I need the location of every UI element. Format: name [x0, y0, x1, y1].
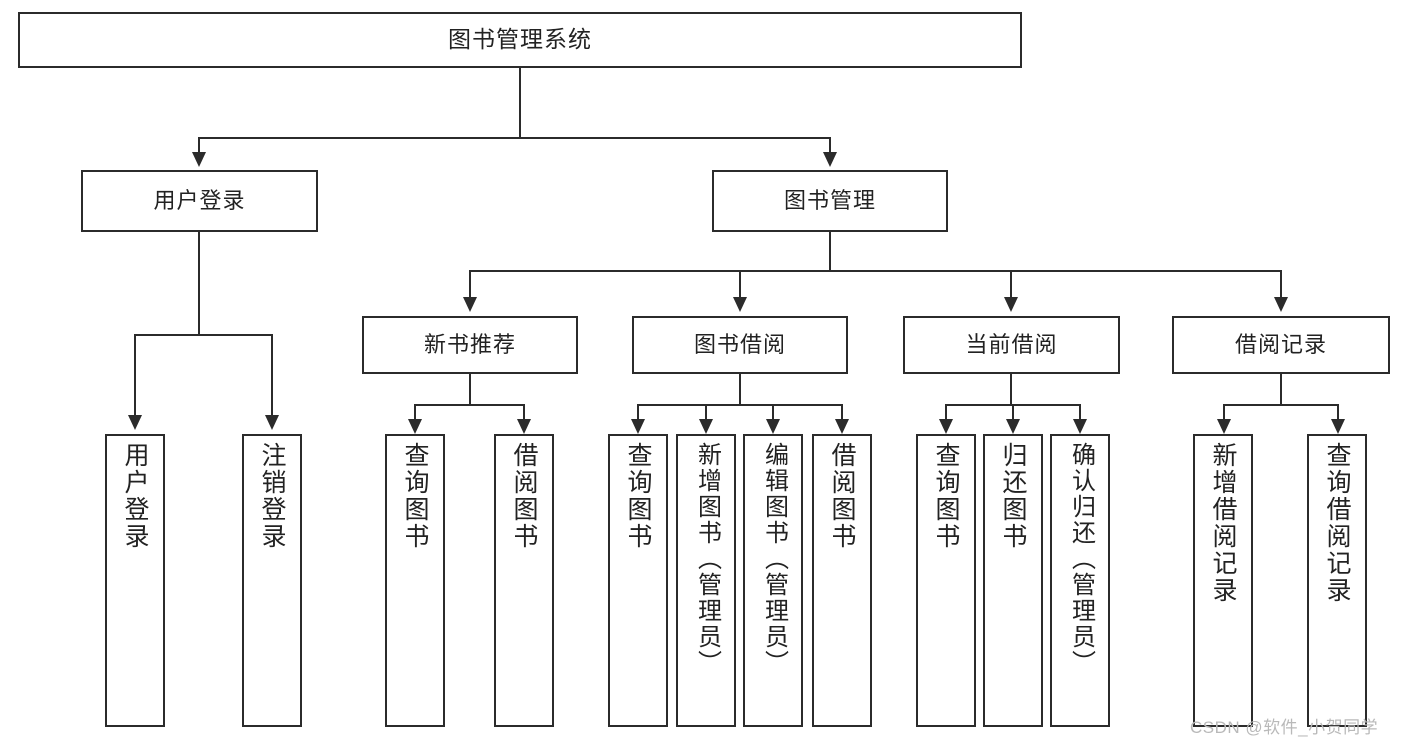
edge-bm-to-level3-1	[739, 270, 741, 298]
leaf-current-borrow-0[interactable]: 查询图书	[916, 434, 976, 727]
leaf-new-book-recommend-0[interactable]: 查询图书	[385, 434, 445, 727]
node-label: 查询借阅记录	[1323, 442, 1351, 604]
edge-book-borrow-trunk	[739, 374, 741, 405]
edge-br-to-leaf-0	[1223, 404, 1225, 420]
leaf-borrow-record-1[interactable]: 查询借阅记录	[1307, 434, 1367, 727]
leaf-user-login-0[interactable]: 用户登录	[105, 434, 165, 727]
leaf-current-borrow-2[interactable]: 确认归还（管理员）	[1050, 434, 1110, 727]
leaf-book-borrow-0[interactable]: 查询图书	[608, 434, 668, 727]
node-label: 新增图书（管理员）	[693, 442, 721, 676]
leaf-book-borrow-1[interactable]: 新增图书（管理员）	[676, 434, 736, 727]
node-label: 编辑图书（管理员）	[760, 442, 788, 676]
arrowhead-bm-level3-0	[463, 297, 477, 312]
node-label: 新增借阅记录	[1209, 442, 1237, 604]
node-label: 用户登录	[153, 187, 246, 213]
edge-book-management-trunk	[829, 232, 831, 271]
edge-book-management-distributor	[469, 270, 1281, 272]
edge-new-book-distributor	[414, 404, 525, 406]
leaf-user-login-1[interactable]: 注销登录	[242, 434, 302, 727]
node-label: 当前借阅	[965, 331, 1058, 357]
edge-user-login-to-leaf-1	[271, 334, 273, 416]
arrowhead-br-leaf-0	[1217, 419, 1231, 434]
node-label: 新书推荐	[423, 331, 516, 357]
edge-bb-to-leaf-0	[637, 404, 639, 420]
edge-root-to-user-login	[198, 137, 200, 155]
node-book-management[interactable]: 图书管理	[712, 170, 948, 232]
edge-book-borrow-distributor	[637, 404, 842, 406]
edge-cb-to-leaf-2	[1079, 404, 1081, 420]
arrowhead-root-to-user-login	[192, 152, 206, 167]
node-label: 查询图书	[932, 442, 960, 550]
node-label: 图书借阅	[693, 331, 786, 357]
node-label: 注销登录	[258, 442, 286, 550]
arrowhead-cb-leaf-2	[1073, 419, 1087, 434]
edge-new-book-trunk	[469, 374, 471, 405]
edge-user-login-trunk	[198, 232, 200, 335]
arrowhead-bb-leaf-3	[835, 419, 849, 434]
edge-root-trunk	[519, 68, 521, 138]
leaf-new-book-recommend-1[interactable]: 借阅图书	[494, 434, 554, 727]
leaf-borrow-record-0[interactable]: 新增借阅记录	[1193, 434, 1253, 727]
arrowhead-bm-level3-3	[1274, 297, 1288, 312]
arrowhead-root-to-book-management	[823, 152, 837, 167]
node-book-borrow[interactable]: 图书借阅	[632, 316, 848, 374]
node-label: 归还图书	[999, 442, 1027, 550]
edge-root-to-book-management	[829, 137, 831, 155]
edge-current-borrow-trunk	[1010, 374, 1012, 405]
arrowhead-bm-level3-2	[1004, 297, 1018, 312]
edge-borrow-record-distributor	[1223, 404, 1338, 406]
edge-root-distributor	[198, 137, 831, 139]
node-label: 用户登录	[121, 442, 149, 550]
edge-bb-to-leaf-2	[772, 404, 774, 420]
edge-bm-to-level3-0	[469, 270, 471, 298]
arrowhead-cb-leaf-1	[1006, 419, 1020, 434]
node-new-book-recommend[interactable]: 新书推荐	[362, 316, 578, 374]
edge-cb-to-leaf-0	[945, 404, 947, 420]
node-root-book-management-system[interactable]: 图书管理系统	[18, 12, 1022, 68]
node-label: 图书管理	[783, 187, 876, 213]
arrowhead-br-leaf-1	[1331, 419, 1345, 434]
node-label: 借阅图书	[828, 442, 856, 550]
edge-bb-to-leaf-3	[841, 404, 843, 420]
arrowhead-new-book-leaf-1	[517, 419, 531, 434]
edge-new-book-to-leaf-0	[414, 404, 416, 420]
edge-br-to-leaf-1	[1337, 404, 1339, 420]
node-label: 借阅记录	[1234, 331, 1327, 357]
arrowhead-new-book-leaf-0	[408, 419, 422, 434]
edge-cb-to-leaf-1	[1012, 404, 1014, 420]
node-label: 图书管理系统	[448, 26, 592, 53]
edge-user-login-to-leaf-0	[134, 334, 136, 416]
arrowhead-user-login-leaf-0	[128, 415, 142, 430]
leaf-current-borrow-1[interactable]: 归还图书	[983, 434, 1043, 727]
edge-bb-to-leaf-1	[705, 404, 707, 420]
arrowhead-bb-leaf-0	[631, 419, 645, 434]
node-borrow-record[interactable]: 借阅记录	[1172, 316, 1390, 374]
node-label: 确认归还（管理员）	[1067, 442, 1095, 676]
leaf-book-borrow-3[interactable]: 借阅图书	[812, 434, 872, 727]
node-current-borrow[interactable]: 当前借阅	[903, 316, 1120, 374]
arrowhead-bm-level3-1	[733, 297, 747, 312]
arrowhead-user-login-leaf-1	[265, 415, 279, 430]
edge-bm-to-level3-2	[1010, 270, 1012, 298]
arrowhead-cb-leaf-0	[939, 419, 953, 434]
arrowhead-bb-leaf-1	[699, 419, 713, 434]
edge-bm-to-level3-3	[1280, 270, 1282, 298]
node-label: 查询图书	[401, 442, 429, 550]
edge-new-book-to-leaf-1	[523, 404, 525, 420]
node-label: 借阅图书	[510, 442, 538, 550]
arrowhead-bb-leaf-2	[766, 419, 780, 434]
leaf-book-borrow-2[interactable]: 编辑图书（管理员）	[743, 434, 803, 727]
node-user-login[interactable]: 用户登录	[81, 170, 318, 232]
edge-borrow-record-trunk	[1280, 374, 1282, 405]
node-label: 查询图书	[624, 442, 652, 550]
edge-user-login-distributor	[134, 334, 272, 336]
